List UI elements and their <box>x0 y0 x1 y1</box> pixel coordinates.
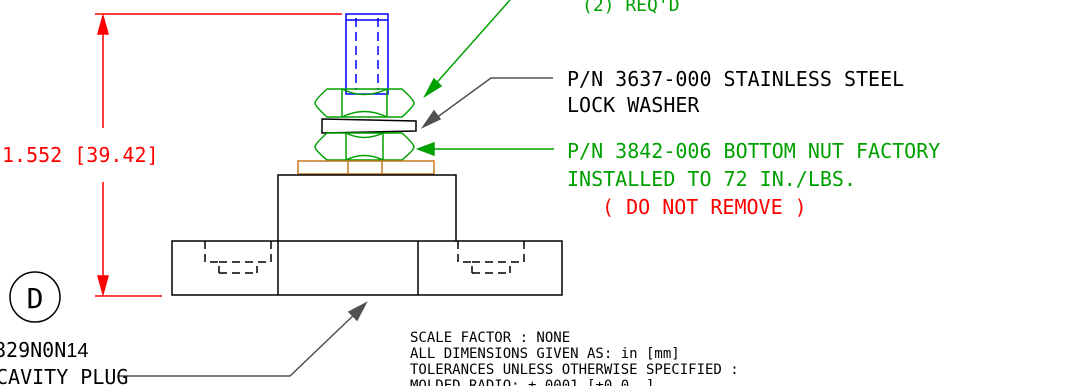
base-plate <box>297 160 435 175</box>
detail-balloon: D <box>9 271 61 323</box>
leader-lock-washer <box>420 77 553 129</box>
stud-outline <box>345 13 389 95</box>
threaded-stud <box>345 13 389 95</box>
leader-cavity-plug <box>118 301 368 377</box>
part-number-suffix: 14 <box>66 340 88 362</box>
part-number-prefix: 829N0N <box>0 338 66 362</box>
leader-top-nut <box>423 0 511 99</box>
lock-washer-label-line2: LOCK WASHER <box>567 93 700 117</box>
detail-letter: D <box>27 282 44 315</box>
cavity-plug-body <box>171 174 563 296</box>
top-note: (2) REQ'D <box>582 0 680 16</box>
molded-note: MOLDED RADIO: ±.0001 [±0.0..] <box>410 378 654 386</box>
detail-circle <box>9 271 61 323</box>
bottom-nut-label-line3: ( DO NOT REMOVE ) <box>602 195 807 219</box>
scale-note: SCALE FACTOR : NONE <box>410 330 570 346</box>
bottom-nut-label-line2: INSTALLED TO 72 IN./LBS. <box>567 167 856 191</box>
general-notes: SCALE FACTOR : NONE ALL DIMENSIONS GIVEN… <box>410 330 739 386</box>
part-number: 829N0N14 <box>0 338 89 362</box>
tolerance-note: TOLERANCES UNLESS OTHERWISE SPECIFIED : <box>410 362 739 378</box>
leader-bottom-nut <box>415 141 554 157</box>
part-name: CAVITY PLUG <box>0 365 128 386</box>
lock-washer <box>321 118 417 134</box>
dimension-arrow-bottom <box>97 275 109 297</box>
height-dimension <box>95 13 342 297</box>
top-nut <box>314 88 415 118</box>
dims-note: ALL DIMENSIONS GIVEN AS: in [mm] <box>410 346 680 362</box>
dimension-arrow-top <box>97 13 109 35</box>
bottom-nut-label-line1: P/N 3842-006 BOTTOM NUT FACTORY <box>567 139 940 163</box>
bottom-nut <box>314 132 415 161</box>
dimension-value: 1.552 [39.42] <box>2 143 159 167</box>
lock-washer-label-line1: P/N 3637-000 STAINLESS STEEL <box>567 67 904 91</box>
